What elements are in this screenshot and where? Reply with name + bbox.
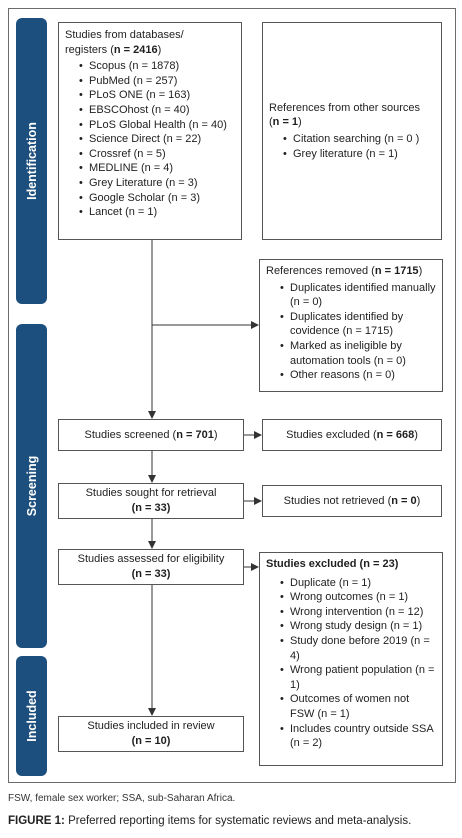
footnote: FSW, female sex worker; SSA, sub-Saharan…: [8, 793, 236, 804]
band-included: Included: [16, 656, 47, 776]
list-item: Other reasons (n = 0): [280, 368, 436, 383]
band-screening: Screening: [16, 324, 47, 648]
databases-list: Scopus (n = 1878) PubMed (n = 257) PLoS …: [65, 59, 235, 220]
list-item: Wrong patient population (n = 1): [280, 663, 436, 692]
list-item: Marked as ineligible by automation tools…: [280, 339, 436, 368]
list-item: Citation searching (n = 0 ): [283, 132, 435, 147]
list-item: EBSCOhost (n = 40): [79, 103, 235, 118]
list-item: Scopus (n = 1878): [79, 59, 235, 74]
list-item: Crossref (n = 5): [79, 147, 235, 162]
studies-assessed-label: Studies assessed for eligibility: [77, 553, 225, 566]
list-item: Science Direct (n = 22): [79, 132, 235, 147]
list-item: Grey literature (n = 1): [283, 147, 435, 162]
studies-included-label: Studies included in review: [87, 720, 215, 733]
references-removed-box: References removed (n = 1715) Duplicates…: [259, 259, 443, 392]
studies-not-retrieved-label: Studies not retrieved (n = 0): [283, 494, 421, 507]
studies-sought-count: (n = 33): [131, 502, 171, 514]
list-item: Duplicates identified manually (n = 0): [280, 281, 436, 310]
other-sources-title: References from other sources: [269, 101, 421, 114]
other-sources-box: References from other sources (n = 1) Ci…: [262, 22, 442, 240]
databases-title-line1: Studies from databases/: [65, 29, 184, 41]
list-item: Wrong study design (n = 1): [280, 619, 436, 634]
list-item: Lancet (n = 1): [79, 205, 235, 220]
list-item: Includes country outside SSA (n = 2): [280, 722, 436, 751]
list-item: PubMed (n = 257): [79, 74, 235, 89]
flow-diagram-frame: [8, 8, 456, 783]
studies-excluded-eligibility-box: Studies excluded (n = 23) Duplicate (n =…: [259, 552, 443, 766]
list-item: Google Scholar (n = 3): [79, 191, 235, 206]
studies-assessed-box: Studies assessed for eligibility (n = 33…: [58, 549, 244, 585]
studies-assessed-count: (n = 33): [131, 568, 171, 580]
studies-included-count: (n = 10): [131, 735, 171, 747]
studies-screened-label: Studies screened (n = 701): [84, 428, 218, 441]
references-removed-list: Duplicates identified manually (n = 0) D…: [266, 281, 436, 383]
exclusion-reasons-list: Duplicate (n = 1) Wrong outcomes (n = 1)…: [266, 576, 436, 751]
references-removed-title: References removed (n = 1715): [266, 265, 423, 277]
other-sources-list: Citation searching (n = 0 ) Grey literat…: [269, 132, 435, 161]
studies-not-retrieved-box: Studies not retrieved (n = 0): [262, 485, 442, 517]
list-item: Duplicates identified by covidence (n = …: [280, 310, 436, 339]
list-item: Study done before 2019 (n = 4): [280, 634, 436, 663]
studies-excluded-box: Studies excluded (n = 668): [262, 419, 442, 451]
list-item: PLoS Global Health (n = 40): [79, 118, 235, 133]
list-item: Wrong intervention (n = 12): [280, 605, 436, 620]
band-identification: Identification: [16, 18, 47, 304]
databases-box: Studies from databases/ registers (n = 2…: [58, 22, 242, 240]
databases-title-line2: registers (n = 2416): [65, 43, 162, 56]
studies-sought-box: Studies sought for retrieval (n = 33): [58, 483, 244, 519]
studies-sought-label: Studies sought for retrieval: [85, 487, 217, 500]
other-sources-count: (n = 1): [269, 116, 302, 129]
list-item: Outcomes of women not FSW (n = 1): [280, 692, 436, 721]
list-item: Grey Literature (n = 3): [79, 176, 235, 191]
figure-caption: FIGURE 1: Preferred reporting items for …: [8, 815, 412, 827]
studies-included-box: Studies included in review (n = 10): [58, 716, 244, 752]
studies-excluded-label: Studies excluded (n = 668): [286, 428, 418, 441]
list-item: PLoS ONE (n = 163): [79, 88, 235, 103]
list-item: MEDLINE (n = 4): [79, 161, 235, 176]
list-item: Wrong outcomes (n = 1): [280, 590, 436, 605]
studies-screened-box: Studies screened (n = 701): [58, 419, 244, 451]
studies-excluded-eligibility-title: Studies excluded (n = 23): [266, 558, 399, 570]
list-item: Duplicate (n = 1): [280, 576, 436, 591]
